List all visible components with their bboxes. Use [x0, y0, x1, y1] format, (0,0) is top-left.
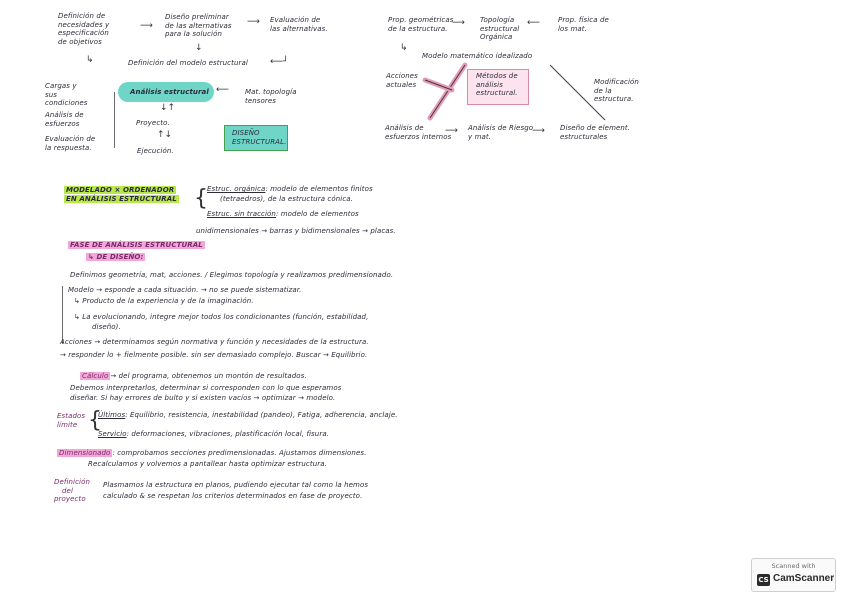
fase-sub: ↳ DE DISEÑO:: [86, 253, 145, 262]
arrow-bent-icon: ↳: [86, 56, 94, 65]
fase-line-4: ↳ La evolucionando, integre mejor todos …: [74, 313, 368, 322]
arrow-right-icon: ⟶: [445, 127, 458, 136]
analisis-riesgo: Análisis de Riesgo y mat.: [468, 124, 533, 141]
ejecucion: Ejecución.: [137, 147, 174, 156]
arrow-right-icon: ⟶: [140, 22, 153, 31]
bracket-line: [110, 92, 115, 148]
diseno-elementos: Diseño de element. estructurales: [560, 124, 630, 141]
modelado-line1: Estruc. orgánica: modelo de elementos fi…: [207, 185, 373, 194]
fase-heading: FASE DE ANÁLISIS ESTRUCTURAL: [68, 241, 205, 250]
definicion-modelo: Definición del modelo estructural: [128, 59, 248, 68]
metodos: Métodos de análisis estructural.: [476, 72, 518, 98]
dimensionado-line1: Dimensionado: comprobamos secciones pred…: [57, 449, 366, 458]
acciones: Acciones actuales: [386, 72, 418, 89]
calculo-line1: Cálculo→ del programa, obtenemos un mont…: [80, 372, 307, 381]
fase-line-5: diseño).: [92, 323, 121, 332]
evaluacion-alternativas: Evaluación de las alternativas.: [270, 16, 328, 33]
modificacion: Modificación de la estructura.: [594, 78, 639, 104]
modelado-line2: (tetraedros), de la estructura cónica.: [220, 195, 353, 204]
prop-fisica: Prop. física de los mat.: [558, 16, 609, 33]
brace-icon: {: [194, 188, 208, 210]
badge-caption: Scanned with: [752, 562, 835, 570]
analisis-esfuerzos-left: Análisis de esfuerzos: [45, 111, 84, 128]
analisis-esfuerzos-right: Análisis de esfuerzos internos: [385, 124, 451, 141]
prop-geometricas: Prop. geométricas de la estructura.: [388, 16, 454, 33]
camscanner-logo-icon: CS: [757, 574, 770, 586]
arrow-bent-icon: ↳: [400, 44, 408, 53]
fase-bracket: [62, 286, 66, 344]
arrow-down-icon: ↑↓: [157, 131, 172, 140]
diseno-estructural: DISEÑO ESTRUCTURAL.: [232, 129, 286, 146]
diseno-preliminar: Diseño preliminar de las alternativas pa…: [165, 13, 232, 39]
arrow-down-icon: ↓↑: [160, 104, 175, 113]
modelado-heading: MODELADO × ORDENADOR EN ANÁLISIS ESTRUCT…: [64, 186, 179, 203]
arrow-left-icon: ⟵: [216, 86, 229, 95]
topologia: Topología estructural Orgánica: [480, 16, 519, 42]
modelado-line3: Estruc. sin tracción: modelo de elemento…: [207, 210, 359, 219]
proyecto: Proyecto.: [136, 119, 170, 128]
modelado-line4: unidimensionales → barras y bidimensiona…: [196, 227, 396, 236]
calculo-line3: diseñar. Si hay errores de bulto y si ex…: [70, 394, 335, 403]
arrow-right-icon: ⟶: [452, 19, 465, 28]
arrow-right-icon: ⟶: [532, 127, 545, 136]
definicion-label: Definición del proyecto: [54, 478, 90, 504]
fase-line-3: ↳ Producto de la experiencia y de la ima…: [74, 297, 254, 306]
camscanner-badge: Scanned with CS CamScanner: [751, 558, 836, 592]
dimensionado-line2: Recalculamos y volvemos a pantallear has…: [88, 460, 327, 469]
arrow-down-icon: ↓: [195, 44, 203, 53]
arrow-right-icon: ⟶: [247, 18, 260, 27]
evaluacion-respuesta: Evaluación de la respuesta.: [45, 135, 95, 152]
def-necesidades: Definición de necesidades y especificaci…: [58, 12, 109, 46]
estados-label: Estados límite: [57, 412, 85, 429]
calculo-line2: Debemos interpretarlos, determinar si co…: [70, 384, 341, 393]
fase-line-7: → responder lo + fielmente posible. sin …: [60, 351, 367, 360]
cargas: Cargas y sus condiciones: [45, 82, 88, 108]
definicion-line2: calculado & se respetan los criterios de…: [103, 492, 362, 501]
definicion-line1: Plasmamos la estructura en planos, pudie…: [103, 481, 368, 490]
ultimos-line: Últimos: Equilibrio, resistencia, inesta…: [98, 411, 398, 420]
fase-line-1: Definimos geometría, mat, acciones. / El…: [70, 271, 393, 280]
arrow-left-icon: ⟵: [527, 19, 540, 28]
badge-name: CamScanner: [773, 573, 834, 584]
fase-line-2: Modelo → esponde a cada situación. → no …: [68, 286, 301, 295]
analisis-estructural: Análisis estructural: [130, 88, 209, 97]
fase-line-6: Acciones → determinamos según normativa …: [60, 338, 369, 347]
mat-topologia: Mat. topología tensores: [245, 88, 297, 105]
arrow-left-icon: ⟵┘: [270, 58, 288, 67]
servicio-line: Servicio: deformaciones, vibraciones, pl…: [98, 430, 329, 439]
